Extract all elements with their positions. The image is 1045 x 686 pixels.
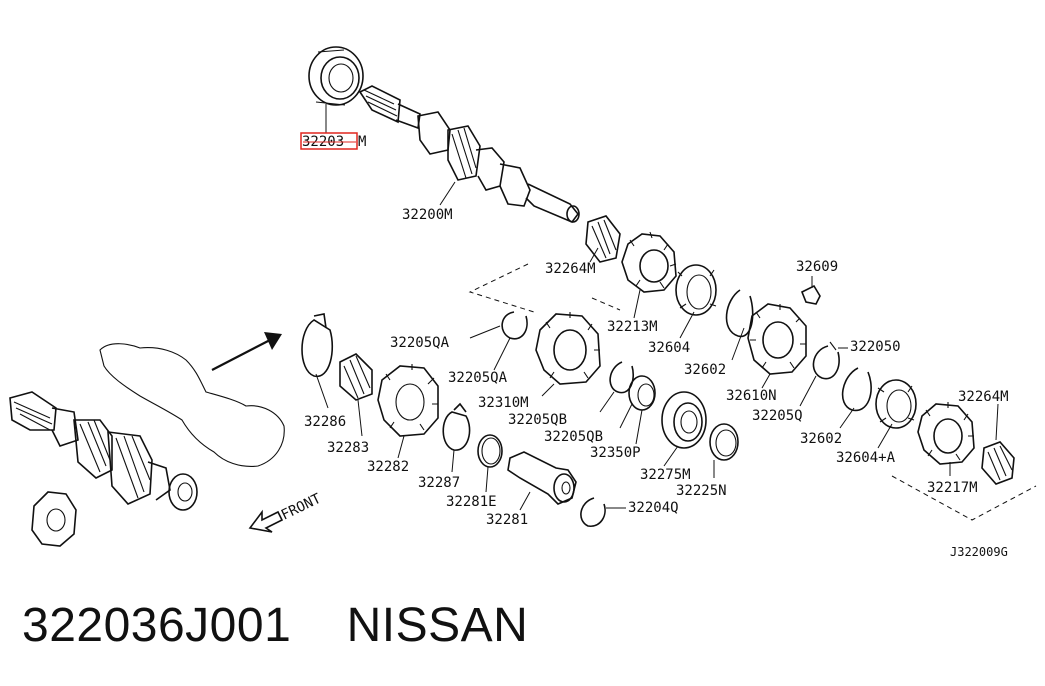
label-32602-2: 32602 (800, 431, 842, 447)
label-32200m: 32200M (402, 207, 453, 223)
washer-32287[interactable] (442, 402, 471, 451)
label-32604: 32604 (648, 340, 690, 356)
label-32225n: 32225N (676, 483, 727, 499)
label-32310m: 32310M (478, 395, 529, 411)
bearing-top[interactable] (308, 46, 364, 106)
snap-ring-32204q[interactable] (580, 497, 606, 527)
label-32283: 32283 (327, 440, 369, 456)
needle-bearing-32283[interactable] (339, 353, 373, 401)
part-number: 322036J001 (22, 599, 292, 652)
label-322050-right: 322050 (850, 339, 901, 355)
label-32204q: 32204Q (628, 500, 679, 516)
highlight-box (300, 132, 358, 150)
snap-ring-32205qb-1[interactable] (609, 361, 634, 394)
oring-32281e[interactable] (477, 434, 503, 468)
part-caption: 322036J001 NISSAN (22, 598, 528, 653)
thrust-washer-32286[interactable] (301, 313, 334, 377)
snap-ring-32205qa-1[interactable] (501, 311, 528, 340)
brand-name: NISSAN (346, 599, 529, 652)
bushing-32350p[interactable] (628, 375, 656, 411)
label-32281e: 32281E (446, 494, 497, 510)
gear-32310m[interactable] (535, 312, 601, 385)
small-gear-left[interactable] (31, 491, 77, 547)
arrow-icon (211, 332, 282, 371)
label-32281: 32281 (486, 512, 528, 528)
needle-bearing-top[interactable] (585, 215, 621, 263)
label-32205qa-2: 32205QA (448, 370, 508, 386)
bearing-32275m[interactable] (661, 391, 707, 449)
label-32275m: 32275M (640, 467, 691, 483)
needle-bearing-right[interactable] (981, 441, 1015, 485)
label-32205qb-1: 32205QB (508, 412, 567, 428)
case-outline (99, 343, 285, 467)
label-32264m-right: 32264M (958, 389, 1009, 405)
insert-32609[interactable] (800, 284, 821, 305)
label-32213m: 32213M (607, 319, 658, 335)
label-32205qa-1: 32205QA (390, 335, 450, 351)
front-arrow-icon (248, 509, 284, 533)
snap-ring-32205q[interactable] (812, 345, 840, 380)
label-32602-1: 32602 (684, 362, 726, 378)
label-32610n: 32610N (726, 388, 777, 404)
label-32217m: 32217M (927, 480, 978, 496)
gear-32610n[interactable] (747, 303, 807, 375)
drawing-code: J322009G (950, 545, 1008, 559)
label-32350p: 32350P (590, 445, 641, 461)
label-32205q: 32205Q (752, 408, 803, 424)
gear-32213m[interactable] (621, 231, 677, 293)
label-32604a: 32604+A (836, 450, 896, 466)
label-32203m-suffix: M (358, 134, 366, 150)
label-32264m-top: 32264M (545, 261, 596, 277)
synchro-ring-32604a[interactable] (875, 379, 917, 429)
snap-ring-32602-top[interactable] (725, 289, 754, 338)
label-32609: 32609 (796, 259, 838, 275)
main-shaft[interactable] (358, 85, 580, 223)
shaft-32281[interactable] (507, 451, 577, 505)
gear-32282[interactable] (377, 364, 439, 437)
parts-diagram: FRONT 32203 M 32200M 32264M 32213M 32609… (9, 46, 1037, 559)
label-32286: 32286 (304, 414, 346, 430)
label-32205qb-2: 32205QB (544, 429, 603, 445)
gear-32217m[interactable] (917, 402, 975, 465)
label-32282: 32282 (367, 459, 409, 475)
countershaft-assembly[interactable] (9, 391, 198, 511)
front-label: FRONT (279, 490, 324, 523)
label-32287: 32287 (418, 475, 460, 491)
snap-ring-32602-right[interactable] (841, 367, 872, 412)
synchro-ring-32604[interactable] (675, 264, 717, 316)
oring-32225n[interactable] (709, 423, 739, 461)
